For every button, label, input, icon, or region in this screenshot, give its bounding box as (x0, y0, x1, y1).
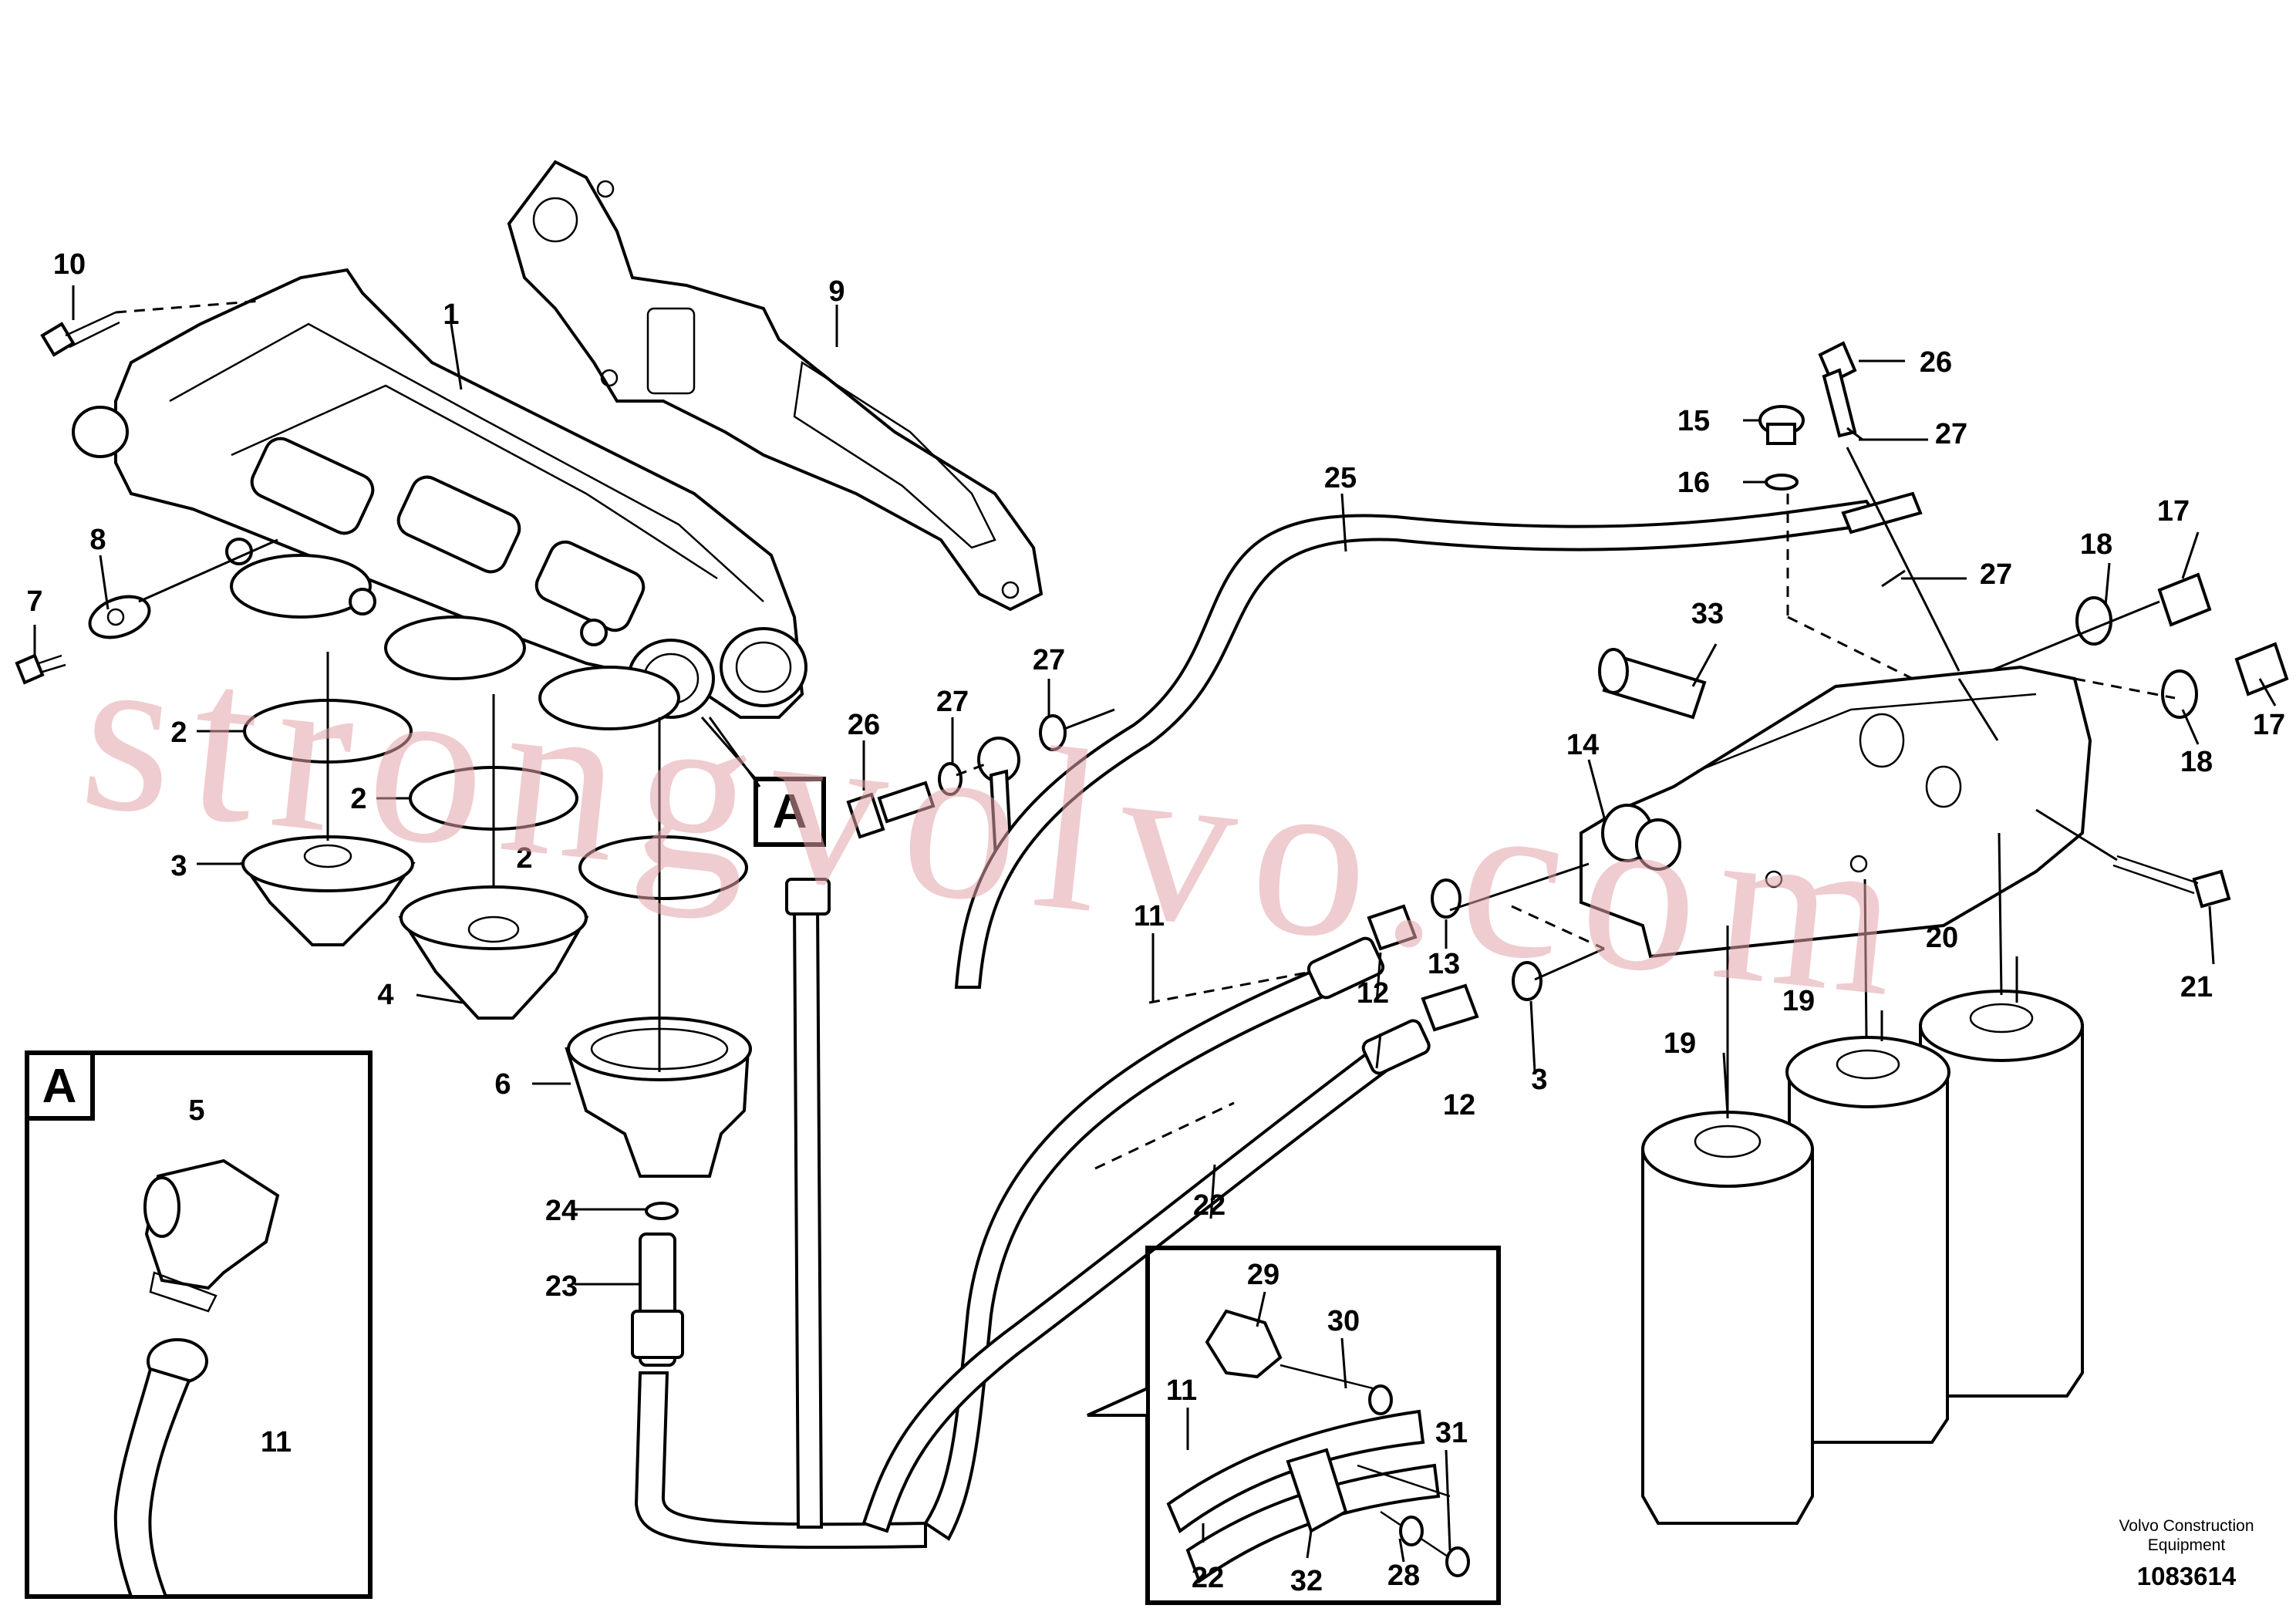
callout-12b: 12 (1443, 1089, 1475, 1121)
detail-a-marker-label: A (773, 785, 807, 838)
callout-27b: 27 (1033, 644, 1065, 676)
callout-11b: 11 (261, 1426, 292, 1458)
filter-head-part (1580, 665, 2092, 959)
callout-1: 1 (443, 298, 459, 331)
callout-10: 10 (53, 248, 86, 281)
callout-2a: 2 (170, 717, 187, 749)
footer-block: Volvo Construction Equipment 1083614 (2119, 1517, 2254, 1590)
clamp-detail-inset (1087, 1246, 1501, 1605)
callout-33: 33 (1691, 598, 1724, 630)
company-line-1: Volvo Construction (2119, 1517, 2254, 1535)
leader-lines (33, 285, 2277, 1286)
detail-a-marker: A (700, 717, 826, 847)
callout-30: 30 (1327, 1305, 1360, 1337)
callout-19b: 19 (1782, 985, 1815, 1017)
callout-2c: 2 (516, 842, 532, 875)
callout-labels: 1 2 2 2 3 3 4 5 6 7 8 9 10 11 11 11 12 1… (26, 248, 2285, 1597)
callout-24: 24 (545, 1195, 578, 1227)
callout-22b: 22 (1192, 1562, 1224, 1594)
detail-a-inset-label: A (42, 1060, 77, 1113)
callout-4: 4 (377, 979, 393, 1011)
callout-14: 14 (1566, 729, 1599, 761)
filter-canisters (1641, 990, 2084, 1525)
callout-25: 25 (1324, 462, 1357, 494)
callout-6: 6 (494, 1068, 511, 1101)
callout-2b: 2 (350, 783, 366, 815)
callout-3b: 3 (1531, 1064, 1547, 1096)
callout-26b: 26 (1920, 346, 1952, 379)
gasket-part (507, 160, 1043, 612)
callout-11c: 11 (1166, 1374, 1197, 1407)
callout-17a: 17 (2157, 495, 2190, 528)
callout-21: 21 (2180, 971, 2213, 1003)
callout-19a: 19 (1664, 1027, 1696, 1060)
company-line-2: Equipment (2148, 1536, 2226, 1554)
callout-11a: 11 (1134, 900, 1165, 932)
callout-27c: 27 (1935, 418, 1967, 450)
callout-17b: 17 (2253, 709, 2285, 741)
callout-31: 31 (1435, 1417, 1468, 1449)
callout-29: 29 (1247, 1259, 1279, 1291)
callout-5: 5 (188, 1094, 204, 1127)
callout-13: 13 (1428, 948, 1460, 980)
detail-a-inset: A (25, 1050, 373, 1599)
callout-18a: 18 (2080, 528, 2112, 561)
o-rings-and-covers (240, 699, 752, 1178)
callout-16: 16 (1677, 467, 1710, 499)
callout-18b: 18 (2180, 746, 2213, 778)
callout-3a: 3 (170, 850, 187, 882)
callout-27d: 27 (1980, 558, 2012, 591)
callout-22a: 22 (1193, 1189, 1226, 1222)
callout-23: 23 (545, 1270, 578, 1303)
filter-housing-part (72, 268, 807, 730)
pipes (634, 491, 1923, 1549)
callout-15: 15 (1677, 405, 1710, 437)
fasteners (15, 311, 2289, 1367)
callout-27a: 27 (936, 686, 969, 718)
callout-7: 7 (26, 585, 42, 618)
callout-32: 32 (1290, 1565, 1323, 1597)
callout-26a: 26 (848, 709, 880, 741)
callout-20: 20 (1926, 922, 1958, 954)
callout-8: 8 (89, 524, 106, 556)
callout-9: 9 (828, 275, 845, 308)
callout-28: 28 (1387, 1560, 1420, 1592)
callout-12a: 12 (1357, 977, 1389, 1010)
drawing-number: 1083614 (2137, 1562, 2237, 1590)
